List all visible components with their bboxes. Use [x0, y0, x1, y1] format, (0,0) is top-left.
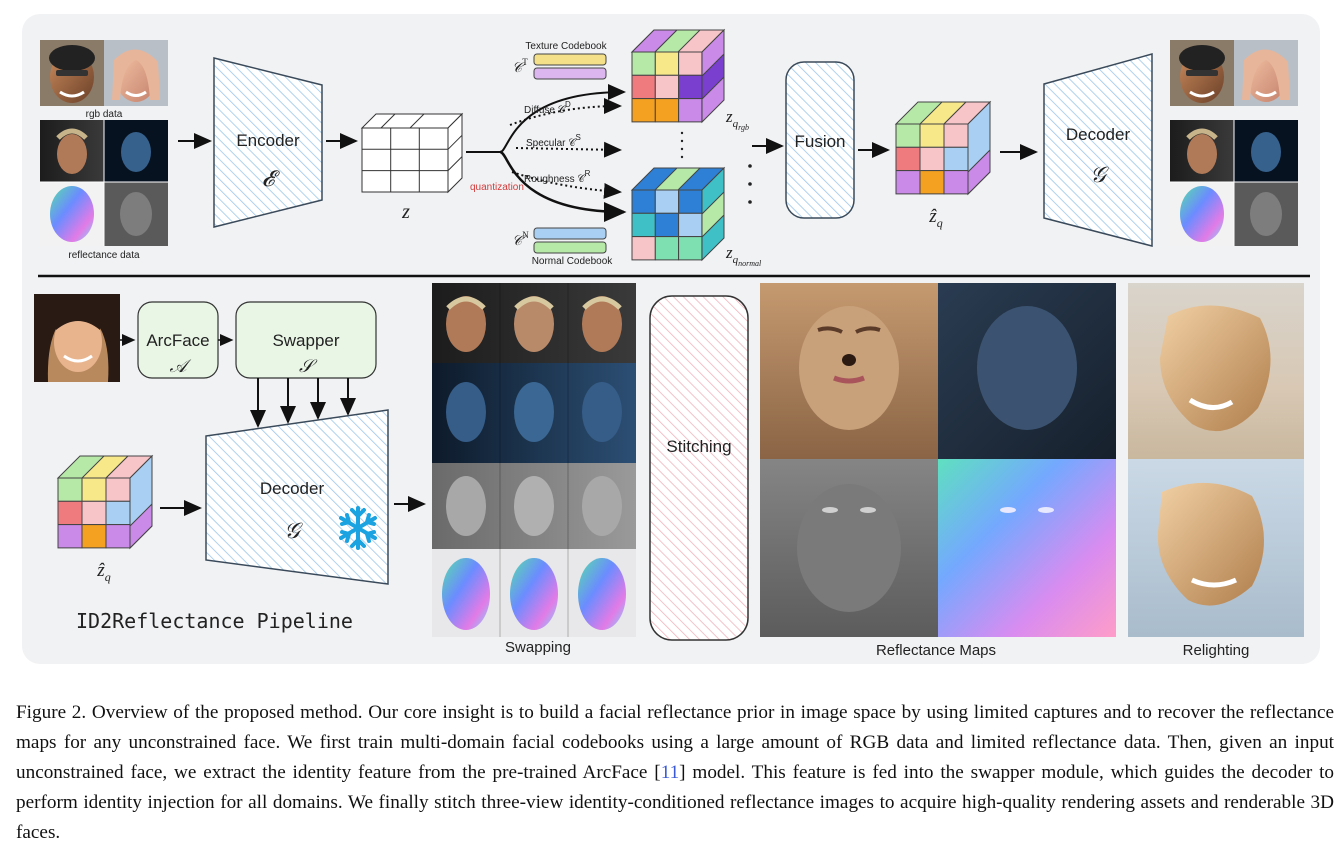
swapper-label: Swapper [272, 331, 339, 350]
input-face-photo [34, 294, 120, 382]
figure-caption: Figure 2. Overview of the proposed metho… [16, 698, 1334, 848]
reflectance-data-label: reflectance data [68, 250, 140, 261]
normal-codebook-bar-2 [534, 242, 606, 253]
quantized-cube-rgb [632, 30, 724, 122]
rgb-data-label: rgb data [86, 109, 123, 120]
stitching-block [650, 296, 748, 640]
stitching-label: Stitching [666, 437, 731, 456]
method-overview-figure: rgb data reflectance data Encoder 𝓔 z [0, 0, 1342, 690]
swapping-label: Swapping [505, 639, 571, 656]
decoder-top-label: Decoder [1066, 125, 1131, 144]
normal-codebook-label: Normal Codebook [532, 256, 614, 267]
relighting-images [1128, 283, 1304, 637]
latent-grid-cube [362, 114, 462, 192]
fusion-label: Fusion [794, 132, 845, 151]
rgb-data-images [40, 40, 168, 106]
texture-codebook-bar-1 [534, 54, 606, 65]
reflectance-data-images [40, 120, 168, 246]
quantization-label: quantization [470, 182, 524, 193]
reflectance-maps-label: Reflectance Maps [876, 642, 996, 659]
zhat-cube-bottom [58, 456, 152, 548]
relighting-label: Relighting [1183, 642, 1250, 659]
decoder-bottom-label: Decoder [260, 479, 325, 498]
encoder-label: Encoder [236, 131, 300, 150]
zhat-cube-top [896, 102, 990, 194]
normal-codebook-bar-1 [534, 228, 606, 239]
pipeline-title: ID2Reflectance Pipeline [76, 609, 353, 633]
output-reflectance-images [1170, 120, 1298, 246]
arcface-label: ArcFace [146, 331, 209, 350]
reflectance-maps-grid [760, 283, 1116, 637]
decoder-top-block [1044, 54, 1152, 246]
texture-codebook-label: Texture Codebook [525, 41, 607, 52]
quantized-cube-normal [632, 168, 724, 260]
texture-codebook-bar-2 [534, 68, 606, 79]
output-rgb-images [1170, 40, 1298, 106]
latent-label: z [401, 201, 410, 223]
swapping-image-grid [432, 283, 636, 637]
citation-link[interactable]: 11 [661, 762, 679, 783]
